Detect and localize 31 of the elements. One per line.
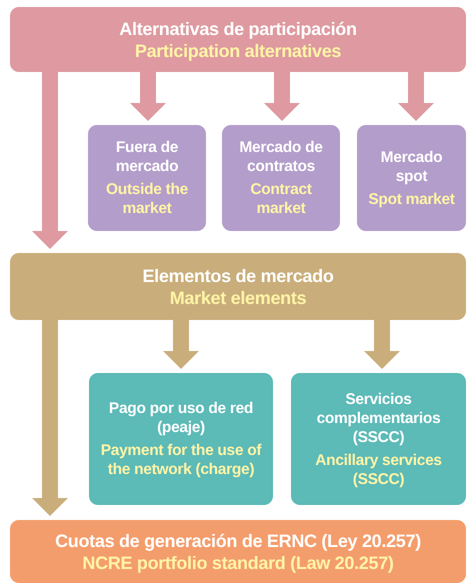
arrow bbox=[364, 318, 400, 369]
arrow bbox=[32, 318, 68, 516]
arrow bbox=[32, 70, 68, 249]
spanish-label: Elementos de mercado bbox=[142, 264, 334, 286]
category-box bbox=[357, 125, 466, 231]
english-label: NCRE portfolio standard (Law 20.257) bbox=[82, 552, 394, 574]
spanish-label: Pago por uso de red (peaje) bbox=[108, 399, 254, 437]
spanish-label: Servicios complementarios (SSCC) bbox=[316, 390, 442, 446]
english-label: Ancillary services (SSCC) bbox=[314, 450, 443, 488]
category-box bbox=[10, 7, 466, 72]
spanish-label: Mercado de contratos bbox=[238, 138, 324, 176]
spanish-label: Mercado spot bbox=[380, 148, 444, 186]
arrow bbox=[130, 70, 166, 121]
english-label: Outside the market bbox=[105, 180, 189, 218]
spanish-label: Fuera de mercado bbox=[114, 138, 180, 176]
arrow bbox=[398, 70, 434, 121]
english-label: Spot market bbox=[368, 190, 455, 208]
english-label: Contract market bbox=[249, 180, 313, 218]
category-box bbox=[10, 253, 466, 320]
category-box bbox=[10, 520, 466, 583]
english-label: Payment for the use of the network (charge) bbox=[100, 441, 262, 479]
category-box bbox=[291, 373, 466, 505]
category-box bbox=[89, 373, 273, 505]
category-box bbox=[88, 125, 206, 231]
spanish-label: Alternativas de participación bbox=[119, 18, 357, 40]
arrow bbox=[264, 70, 300, 121]
category-box bbox=[222, 125, 340, 231]
arrow bbox=[163, 318, 199, 369]
english-label: Participation alternatives bbox=[134, 40, 342, 62]
english-label: Market elements bbox=[170, 286, 306, 308]
spanish-label: Cuotas de generación de ERNC (Ley 20.257) bbox=[55, 530, 421, 552]
